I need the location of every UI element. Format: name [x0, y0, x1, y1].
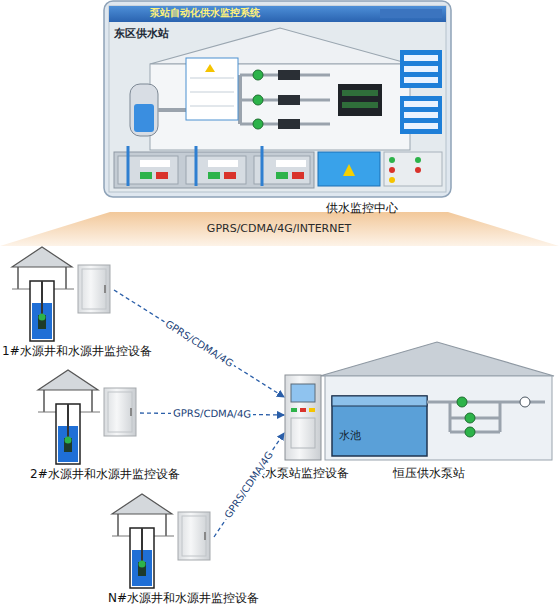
pump-monitor-cabinet: 供水泵站监控设备 [285, 375, 321, 460]
center-label: 供水监控中心 [326, 202, 398, 216]
cabinet-label: 供水泵站监控设备 [253, 467, 349, 481]
screen-title: 泵站自动化供水监控系统 [150, 7, 260, 19]
monitor-screen: 泵站自动化供水监控系统东区供水站供水监控中心 [104, 1, 451, 197]
well-label: N#水源井和水源井监控设备 [108, 592, 259, 606]
link-label: GPRS/CDMA/4G [161, 317, 237, 371]
link-label: GPRS/CDMA/4G [171, 407, 253, 420]
wireless-link [114, 290, 284, 397]
network-label: GPRS/CDMA/4G/INTERNET [207, 222, 351, 235]
well-label: 2#水源井和水源井监控设备 [30, 468, 180, 482]
station-name: 东区供水站 [114, 28, 169, 41]
wireless-link [214, 433, 284, 537]
well-label: 1#水源井和水源井监控设备 [2, 345, 152, 359]
pump-station: 水池恒压供水泵站 [325, 342, 554, 460]
pool-label: 水池 [339, 430, 361, 443]
station-label: 恒压供水泵站 [393, 467, 465, 481]
well-unit: 1#水源井和水源井监控设备 [12, 245, 112, 342]
link-label: GPRS/CDMA/4G [221, 448, 277, 523]
well-unit: N#水源井和水源井监控设备 [112, 492, 212, 589]
well-unit: 2#水源井和水源井监控设备 [38, 368, 138, 465]
